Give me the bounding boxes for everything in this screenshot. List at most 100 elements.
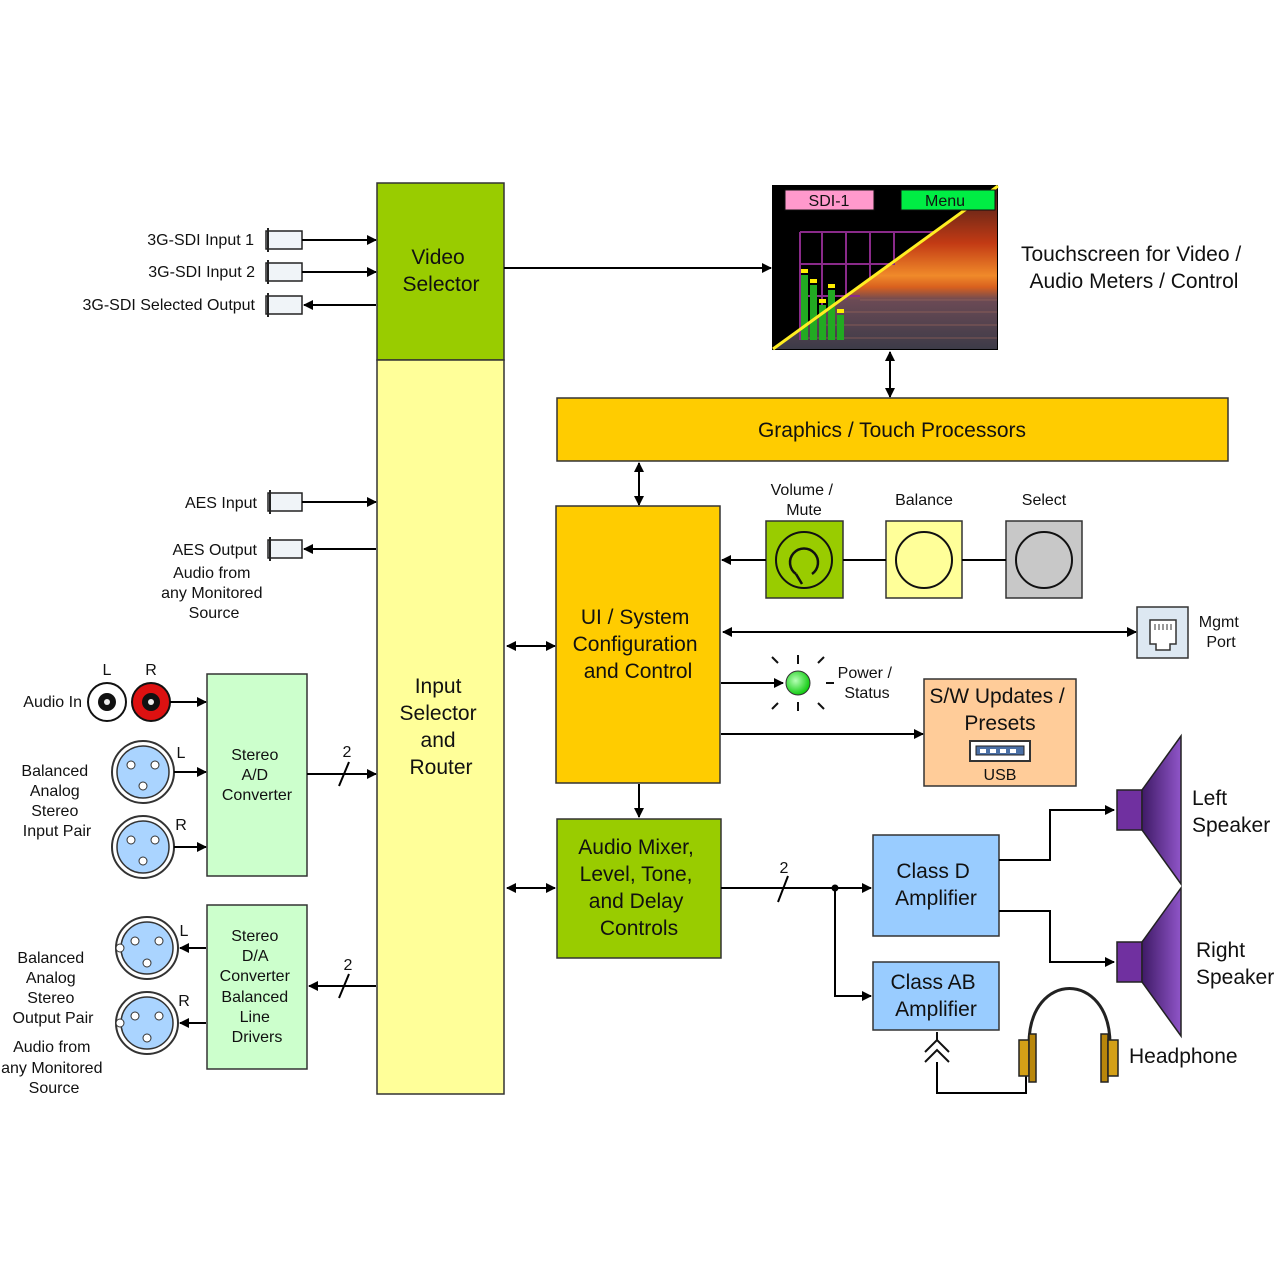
- bnc-connector-icon: [267, 539, 303, 559]
- da-bus-slash: [338, 973, 350, 999]
- bnc-connector-icon: [265, 295, 303, 315]
- meter-bar: [837, 315, 844, 340]
- meter-peak: [801, 269, 808, 273]
- svg-text:Class D Amplifier: Class D Amplifier: [895, 860, 977, 910]
- headphone-icon: [1018, 987, 1119, 1083]
- input-selector-block: Input Selector and Router: [376, 359, 505, 1095]
- xlr-female-right-icon: [111, 815, 175, 879]
- meter-bar: [828, 290, 835, 340]
- balanced-output-pair: Balanced Analog Stereo Output Pair Audio…: [1, 916, 206, 1097]
- sdi-tab: [784, 189, 875, 211]
- svg-text:Stereo D/A Convert: Stereo D/A Converter Balanced Line Drive…: [220, 928, 295, 1046]
- bnc-connector-icon: [265, 262, 303, 282]
- class-ab-amplifier-block: Class AB Amplifier: [872, 961, 1000, 1031]
- xlr-male-right-icon: [115, 991, 179, 1055]
- select-knob-icon: [1005, 520, 1083, 599]
- ethernet-port-icon: [1136, 606, 1189, 659]
- left-speaker-feed: [999, 805, 1115, 861]
- sdi-selected-output: 3G-SDI Selected Output: [82, 293, 376, 317]
- xlr-out-r-label: R: [178, 993, 190, 1010]
- aes-output-note: Audio from any Monitored Source: [161, 565, 267, 622]
- xlr-male-left-icon: [115, 916, 179, 980]
- sw-updates-block: S/W Updates / Presets USB: [923, 678, 1077, 787]
- meter-peak: [837, 309, 844, 313]
- rca-left-label: L: [103, 662, 112, 679]
- meter-peak: [819, 299, 826, 303]
- select-label: Select: [1022, 492, 1067, 509]
- usb-port-icon: [969, 740, 1031, 762]
- svg-text:Stereo A/D Convert: Stereo A/D Converter: [222, 747, 293, 804]
- rca-left-jack-icon: [87, 682, 127, 722]
- sdi-input-1-label: 3G-SDI Input 1: [147, 232, 254, 249]
- balance-knob-icon: [885, 520, 963, 599]
- stereo-da-converter: Stereo D/A Converter Balanced Line Drive…: [206, 904, 308, 1070]
- svg-text:Graphics / Touch Processors: Graphics / Touch Processors: [758, 419, 1026, 442]
- stereo-ad-converter: Stereo A/D Converter: [206, 673, 308, 877]
- svg-text:Input Selector and: Input Selector and Router: [400, 675, 483, 779]
- audio-in: L R Audio In: [23, 662, 207, 722]
- right-speaker-label: Right Speaker: [1196, 939, 1274, 989]
- svg-text:S/W Updates / Presets: S/W Updates / Presets: [929, 685, 1070, 735]
- ui-system-control-block: UI / System Configuration and Control: [555, 505, 721, 784]
- ad-bus-slash: [338, 761, 350, 787]
- meter-bar: [810, 285, 817, 340]
- bnc-connector-icon: [267, 492, 303, 512]
- ad-bus-width: 2: [343, 744, 352, 761]
- menu-tab: [900, 189, 996, 211]
- meter-bar: [819, 305, 826, 340]
- meter-peak: [810, 279, 817, 283]
- sdi-output-label: 3G-SDI Selected Output: [82, 297, 255, 314]
- volume-mute-label: Volume / Mute: [771, 482, 838, 519]
- audio-in-label: Audio In: [23, 694, 82, 711]
- audio-meter-bars: [801, 269, 844, 340]
- sdi-input-2: 3G-SDI Input 2: [148, 260, 377, 284]
- headphone-jack-icon: [924, 1032, 1027, 1094]
- touchscreen-caption: Touchscreen for Video / Audio Meters / C…: [1021, 243, 1247, 293]
- left-speaker-icon: [1116, 733, 1182, 887]
- xlr-in-l-label: L: [177, 745, 186, 762]
- balanced-input-pair: Balanced Analog Stereo Input Pair L R: [21, 740, 207, 879]
- rca-right-label: R: [145, 662, 157, 679]
- xlr-in-r-label: R: [175, 817, 187, 834]
- svg-text:Video Selector: Video Selector: [402, 246, 479, 296]
- headphone-label: Headphone: [1129, 1045, 1238, 1068]
- amp-bus-width: 2: [780, 860, 789, 877]
- right-speaker-feed: [999, 910, 1115, 967]
- right-speaker-icon: [1116, 885, 1182, 1039]
- xlr-out-l-label: L: [180, 923, 189, 940]
- aes-input-label: AES Input: [185, 495, 258, 512]
- aes-input: AES Input: [185, 490, 377, 514]
- bnc-connector-icon: [265, 230, 303, 250]
- svg-text:Class AB Amplifier: Class AB Amplifier: [890, 971, 981, 1021]
- svg-text:Audio Mixer, Level, Tone: Audio Mixer, Level, Tone, and Delay Cont…: [578, 836, 699, 940]
- power-status-led-icon: [771, 655, 834, 711]
- balanced-input-label: Balanced Analog Stereo Input Pair: [21, 763, 92, 840]
- menu-tab-label: Menu: [925, 193, 965, 210]
- da-bus-width: 2: [344, 957, 353, 974]
- touchscreen-display: SDI-1 Menu: [772, 184, 999, 351]
- rca-right-jack-icon: [131, 682, 171, 722]
- balanced-output-note: Audio from any Monitored Source: [1, 1039, 107, 1097]
- audio-mixer-block: Audio Mixer, Level, Tone, and Delay Cont…: [556, 818, 722, 959]
- meter-peak: [828, 284, 835, 288]
- sdi-input-1: 3G-SDI Input 1: [147, 228, 377, 252]
- meter-grid: [799, 231, 935, 340]
- left-speaker-label: Left Speaker: [1192, 787, 1270, 837]
- power-status-label: Power / Status: [838, 665, 897, 702]
- mgmt-port-label: Mgmt Port: [1199, 614, 1243, 651]
- usb-label: USB: [984, 767, 1017, 784]
- volume-knob-icon: [765, 520, 844, 599]
- sdi-input-2-label: 3G-SDI Input 2: [148, 264, 255, 281]
- amp-bus-slash: [777, 875, 789, 903]
- class-d-amplifier-block: Class D Amplifier: [872, 834, 1000, 937]
- balanced-output-label: Balanced Analog Stereo Output Pair: [13, 950, 95, 1027]
- balance-label: Balance: [895, 492, 953, 509]
- aes-output-label: AES Output: [173, 542, 258, 559]
- class-ab-feed: [834, 888, 872, 1001]
- svg-text:UI / System Configuratio: UI / System Configuration and Control: [573, 606, 704, 683]
- graphics-touch-processors-block: Graphics / Touch Processors: [556, 397, 1229, 462]
- xlr-female-left-icon: [111, 740, 175, 804]
- video-selector-block: Video Selector: [376, 182, 505, 361]
- meter-bar: [801, 275, 808, 340]
